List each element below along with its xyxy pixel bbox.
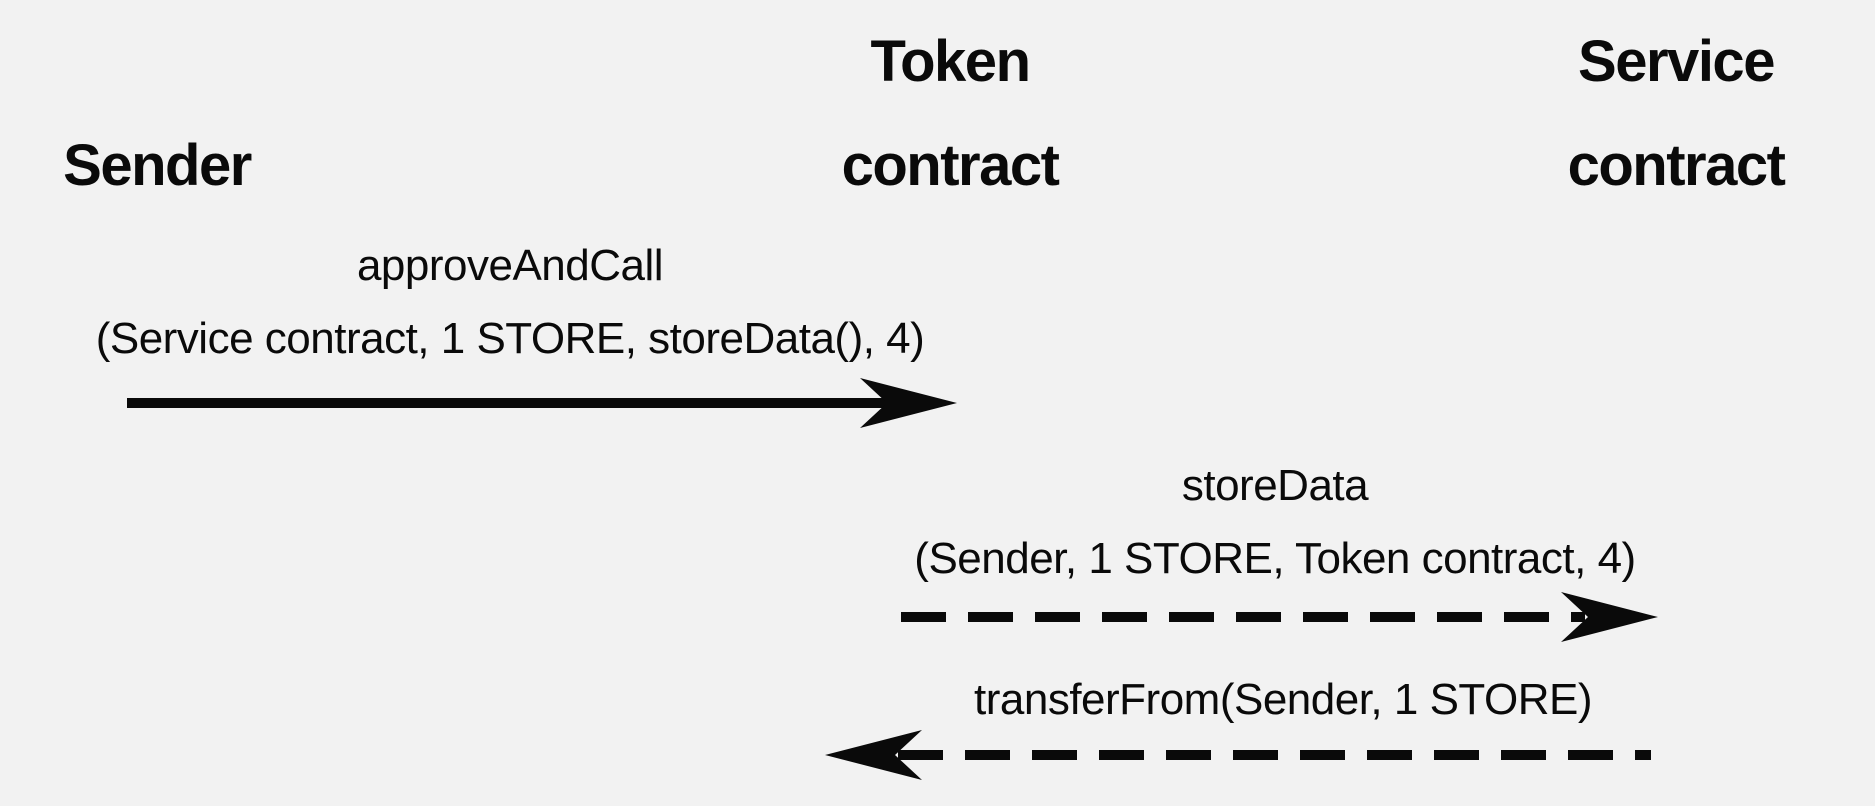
message-1-label: approveAndCall (Service contract, 1 STOR… [60, 238, 960, 367]
message-2-name: storeData [1181, 461, 1369, 510]
arrowhead-left-icon [825, 730, 922, 780]
message-2-arrow-dashed-right [901, 592, 1658, 642]
arrowhead-right-icon [1561, 592, 1658, 642]
actor-service-contract: Service contract [1567, 29, 1786, 198]
message-1-args: (Service contract, 1 STORE, storeData(),… [95, 314, 925, 363]
message-3-name: transferFrom(Sender, 1 STORE) [974, 675, 1593, 724]
arrowhead-right-icon [860, 378, 957, 428]
message-3-label: transferFrom(Sender, 1 STORE) [833, 672, 1733, 728]
actor-sender: Sender [63, 133, 252, 198]
actor-token-contract: Token contract [841, 29, 1060, 198]
message-1-arrow-solid-right [127, 378, 957, 428]
message-2-label: storeData (Sender, 1 STORE, Token contra… [825, 458, 1725, 587]
message-1-name: approveAndCall [356, 241, 664, 290]
message-2-args: (Sender, 1 STORE, Token contract, 4) [914, 534, 1636, 583]
message-3-arrow-dashed-left [825, 730, 1651, 780]
